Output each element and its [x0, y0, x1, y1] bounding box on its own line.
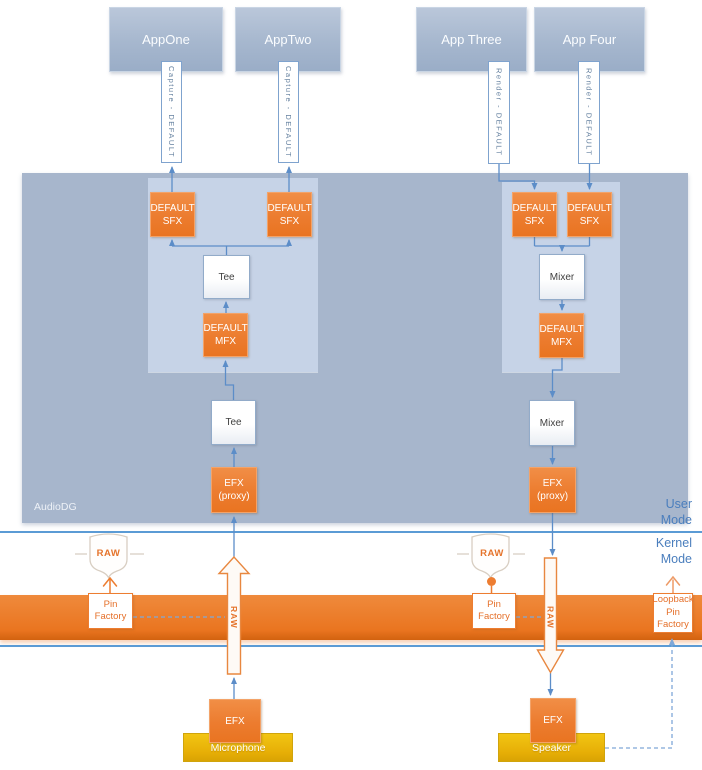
device-label: Microphone: [210, 741, 266, 754]
node-efx-microphone: EFX: [209, 699, 261, 743]
raw-stream-label-capture: RAW: [229, 605, 239, 629]
kernel-lower-divider-line: [0, 645, 702, 647]
app-box-app-three: App Three: [416, 7, 527, 72]
capture-stream-box-2: Capture - DEFAULT: [278, 61, 299, 163]
app-label: App Three: [441, 32, 502, 47]
app-label: App Four: [562, 32, 617, 47]
orange-accents: [102, 575, 681, 594]
node-label: EFX: [225, 715, 245, 727]
node-default-mfx-capture: DEFAULT MFX: [203, 313, 248, 357]
node-label: DEFAULT SFX: [150, 202, 195, 227]
node-mixer-lower: Mixer: [529, 400, 575, 446]
node-label: DEFAULT SFX: [267, 202, 312, 227]
stream-label: Capture - DEFAULT: [284, 65, 293, 159]
node-label: DEFAULT SFX: [567, 202, 612, 227]
node-label: Tee: [225, 417, 242, 428]
node-tee-lower: Tee: [211, 400, 256, 445]
node-efx-speaker: EFX: [530, 698, 576, 743]
app-label: AppOne: [142, 32, 190, 47]
stream-label: Render - DEFAULT: [584, 68, 594, 157]
loopback-pin-factory: Loopback Pin Factory: [652, 593, 694, 633]
node-label: Mixer: [549, 271, 575, 283]
pin-factory-capture: Pin Factory: [88, 593, 133, 629]
pin-factory-label: Pin Factory: [94, 598, 127, 622]
node-mixer-upper: Mixer: [539, 254, 585, 300]
dashed-speaker-to-loopback: [605, 638, 675, 749]
raw-mode-badge-label-render: RAW: [480, 548, 504, 559]
node-default-sfx-render-2: DEFAULT SFX: [567, 192, 612, 237]
node-default-sfx-capture-2: DEFAULT SFX: [267, 192, 312, 237]
node-label: DEFAULT MFX: [539, 323, 584, 348]
node-efx-proxy-render: EFX (proxy): [529, 467, 576, 513]
capture-stream-box-1: Capture - DEFAULT: [161, 61, 182, 163]
device-label: Speaker: [531, 741, 572, 754]
app-box-app-four: App Four: [534, 7, 645, 72]
node-efx-proxy-capture: EFX (proxy): [211, 467, 257, 513]
app-label: AppTwo: [264, 32, 312, 47]
kernel-mode-label: Kernel Mode: [655, 536, 692, 566]
raw-mode-shields: [75, 533, 525, 579]
audiodg-label: AudioDG: [34, 501, 77, 513]
pin-factory-render: Pin Factory: [472, 593, 516, 629]
render-stream-box-2: Render - DEFAULT: [578, 61, 600, 164]
node-label: DEFAULT SFX: [512, 202, 557, 227]
pin-factory-label: Pin Factory: [478, 598, 510, 622]
loopback-pin-factory-label: Loopback Pin Factory: [652, 594, 694, 631]
node-label: Mixer: [539, 417, 565, 429]
node-tee-upper: Tee: [203, 255, 250, 299]
node-default-sfx-render-1: DEFAULT SFX: [512, 192, 557, 237]
arrow-pinfactory-to-shield: [102, 576, 118, 594]
stream-label: Render - DEFAULT: [494, 68, 504, 157]
node-default-mfx-render: DEFAULT MFX: [539, 313, 584, 358]
raw-mode-badge-label-capture: RAW: [96, 548, 121, 559]
node-label: EFX (proxy): [218, 478, 250, 502]
node-label: EFX (proxy): [536, 478, 569, 502]
user-mode-label: User Mode: [660, 497, 692, 527]
node-label: Tee: [218, 271, 235, 283]
node-default-sfx-capture-1: DEFAULT SFX: [150, 192, 195, 237]
arrow-loopback-up: [665, 575, 681, 594]
node-label: DEFAULT MFX: [203, 323, 248, 347]
stream-label: Capture - DEFAULT: [167, 65, 176, 159]
raw-stream-label-render: RAW: [545, 605, 556, 629]
shield-connection-dot: [487, 577, 496, 586]
node-label: EFX: [543, 715, 563, 726]
user-kernel-divider-line: [0, 531, 702, 533]
render-stream-box-1: Render - DEFAULT: [488, 61, 510, 164]
